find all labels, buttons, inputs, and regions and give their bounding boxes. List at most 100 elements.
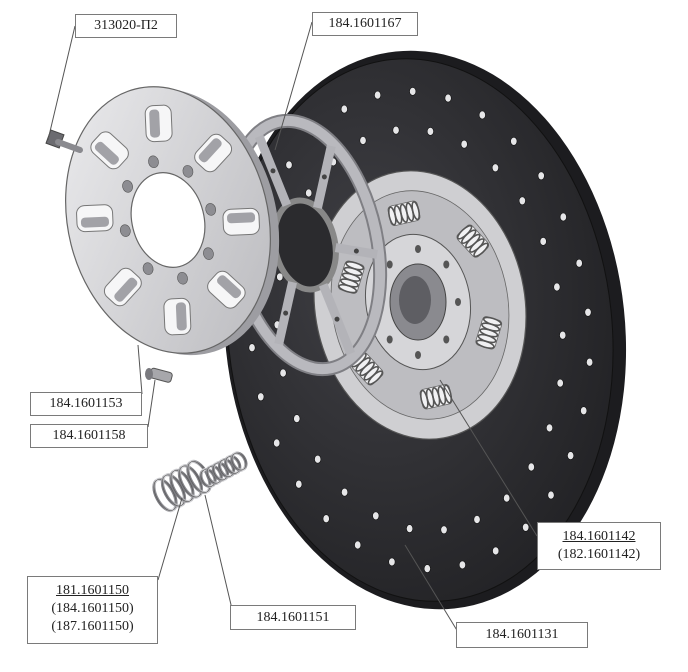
hub-hole <box>386 260 393 269</box>
flange-window <box>163 297 192 336</box>
flange-bolt-hole <box>182 165 194 178</box>
leader-rivet-1 <box>137 344 143 395</box>
hub-flange <box>65 86 280 356</box>
label-bolt: 313020-П2 <box>75 14 177 38</box>
rivet-hole <box>537 171 545 181</box>
leader-lines <box>47 21 538 633</box>
rivet-hole <box>305 188 313 198</box>
rivet-hole <box>322 514 330 524</box>
label-rivet-1: 184.1601153 <box>30 392 142 416</box>
flange-bolt-hole <box>205 203 217 216</box>
label-hub: 184.1601142 (182.1601142) <box>537 522 661 570</box>
damper-spring <box>456 224 490 258</box>
rivet-hole <box>559 330 567 340</box>
hub-hole <box>443 260 450 269</box>
rivet-hole <box>273 438 281 448</box>
rivet-hole <box>392 125 400 135</box>
rivet-hole <box>553 282 561 292</box>
rivet-hole <box>491 163 499 173</box>
hub-hole <box>455 298 461 306</box>
rivet-hole <box>559 212 567 222</box>
rivet-hole <box>522 522 530 532</box>
plate-hole <box>321 174 327 180</box>
rivet-hole <box>279 368 287 378</box>
rivet-hole <box>440 525 448 535</box>
label-spring-main: 181.1601150 (184.1601150) (187.1601150) <box>27 576 158 644</box>
label-spring-main-text: 181.1601150 <box>56 583 129 598</box>
damper-springs <box>337 200 503 410</box>
rivet-hole <box>426 127 434 136</box>
flange-bolt-hole <box>122 180 133 193</box>
flange-window <box>103 267 142 307</box>
rivet-hole <box>586 357 594 367</box>
label-spring-small-text: 184.1601151 <box>256 610 330 625</box>
rivet-hole <box>547 490 555 500</box>
rivet-hole <box>460 139 468 149</box>
rivet-hole <box>545 423 553 433</box>
flange-bolt-hole <box>148 155 159 169</box>
rivet-hole <box>409 87 417 96</box>
flange-window <box>207 270 246 309</box>
flange-bolt-holes <box>119 155 217 285</box>
stop-pin-part <box>145 367 173 383</box>
flange-bolt-hole <box>119 224 131 237</box>
plate-hole <box>270 168 276 174</box>
rivet-hole <box>340 104 348 114</box>
rivet-hole <box>372 511 380 521</box>
label-spring-small: 184.1601151 <box>230 605 356 630</box>
leader-spring-main <box>157 497 183 581</box>
rivet-hole <box>406 524 414 533</box>
rivet-hole <box>556 378 564 388</box>
hub-hole <box>386 335 393 344</box>
rivet-hole <box>510 137 518 146</box>
rivet-hole <box>518 196 526 206</box>
flange-window <box>90 131 129 170</box>
rivet-hole <box>580 406 588 416</box>
label-disc-text: 184.1601131 <box>485 627 559 642</box>
hub-hole <box>443 335 450 344</box>
flange-window <box>222 207 260 236</box>
damper-spring <box>475 316 503 350</box>
label-bolt-text: 313020-П2 <box>94 18 158 33</box>
hub-hole <box>415 245 421 253</box>
rivet-hole <box>458 560 466 570</box>
leader-disc <box>404 544 459 633</box>
rivet-hole <box>478 110 486 120</box>
label-plate-text: 184.1601167 <box>328 16 402 31</box>
label-rivet-2: 184.1601158 <box>30 424 148 448</box>
rivet-hole <box>584 307 592 317</box>
plate-hole <box>283 310 289 316</box>
leader-spring-small <box>204 494 233 610</box>
damper-spring <box>387 200 421 226</box>
damper-spring <box>419 384 453 410</box>
label-spring-alt-1-text: (184.1601150) <box>51 601 134 616</box>
leader-rivet-2 <box>147 379 156 428</box>
rivet-hole <box>257 392 265 402</box>
flange-bolt-hole <box>177 271 188 285</box>
plate-hole <box>334 316 340 322</box>
rivet-hole <box>527 462 535 472</box>
flange-bolt-hole <box>142 262 154 275</box>
label-disc: 184.1601131 <box>456 622 588 648</box>
label-rivet-2-text: 184.1601158 <box>52 428 126 443</box>
rivet-hole <box>539 237 547 246</box>
rivet-hole <box>314 454 322 464</box>
rivet-hole <box>248 343 256 353</box>
small-spring-part <box>199 451 248 489</box>
leader-bolt <box>47 25 76 141</box>
hub-hole <box>415 351 421 359</box>
label-hub-main-text: 184.1601142 <box>562 529 636 544</box>
rivet-hole <box>359 136 367 145</box>
bolt-part <box>45 129 83 153</box>
label-rivet-1-text: 184.1601153 <box>49 396 123 411</box>
rivet-hole <box>295 479 303 489</box>
rivet-hole <box>444 93 452 103</box>
rivet-hole <box>575 258 583 268</box>
rivet-hole <box>285 160 293 170</box>
label-hub-alt-text: (182.1601142) <box>557 547 641 562</box>
rivet-hole <box>492 546 500 556</box>
plate-hole <box>353 248 359 254</box>
label-spring-alt-2-text: (187.1601150) <box>51 619 134 634</box>
leader-hub <box>439 379 538 537</box>
